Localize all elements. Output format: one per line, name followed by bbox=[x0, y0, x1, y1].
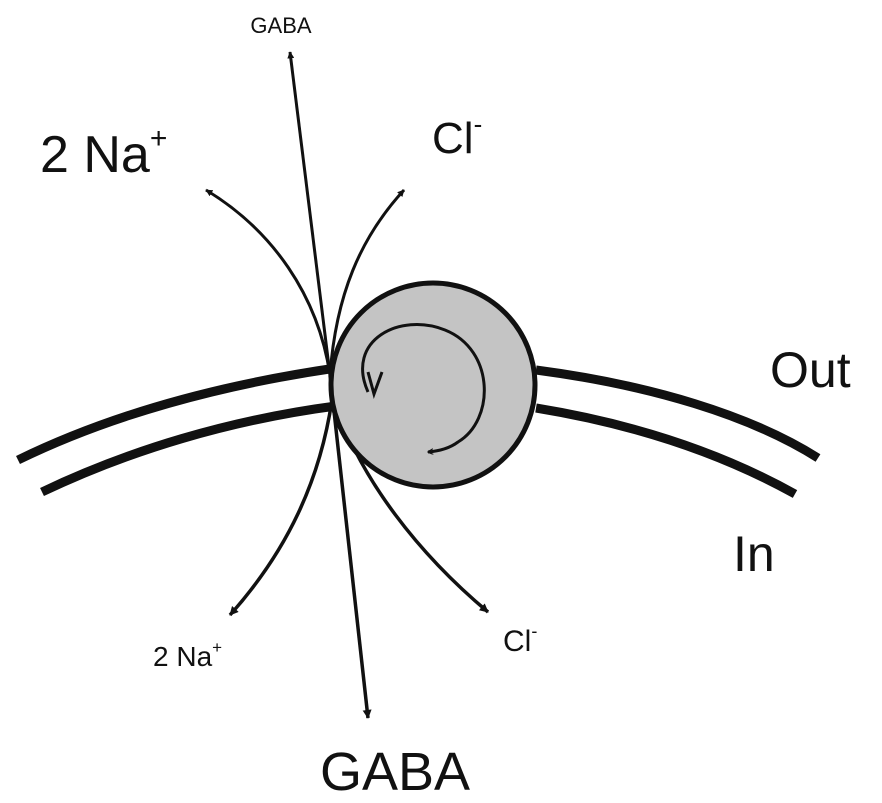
circular-arrow-icon bbox=[361, 323, 486, 452]
transporter-circle-icon bbox=[328, 280, 538, 490]
na-inside-label: 2 Na+ bbox=[153, 638, 222, 672]
gaba-outside-label: GABA bbox=[250, 13, 311, 38]
membrane-inner-leaflet-right bbox=[535, 403, 798, 498]
na-outside-count: 2 Na bbox=[40, 126, 150, 184]
na-outside-charge: + bbox=[150, 122, 168, 155]
na-inside-charge: + bbox=[212, 638, 222, 657]
cl-outside-charge: - bbox=[474, 109, 483, 139]
in-side-label: In bbox=[733, 526, 775, 582]
cl-inside-label: Cl- bbox=[503, 621, 537, 658]
na-outside-label: 2 Na+ bbox=[40, 122, 167, 184]
cl-outside-symbol: Cl bbox=[432, 114, 474, 163]
membrane-outer-leaflet-right bbox=[535, 365, 821, 462]
cl-inside-charge: - bbox=[531, 621, 537, 641]
cl-outside-label: Cl- bbox=[432, 109, 482, 163]
gaba-efflux-arrow bbox=[287, 51, 332, 376]
cl-efflux-arrow bbox=[328, 188, 406, 376]
membrane-inner-leaflet-left bbox=[40, 401, 337, 497]
na-efflux-arrow bbox=[205, 188, 332, 376]
out-side-label: Out bbox=[770, 342, 851, 398]
na-inside-count: 2 Na bbox=[153, 641, 213, 672]
cl-inside-symbol: Cl bbox=[503, 625, 531, 658]
cell-membrane bbox=[16, 363, 821, 498]
gaba-inside-label: GABA bbox=[320, 742, 470, 802]
gaba-influx-arrow bbox=[328, 374, 372, 719]
na-influx-arrow bbox=[228, 399, 334, 617]
membrane-outer-leaflet-left bbox=[16, 363, 337, 465]
